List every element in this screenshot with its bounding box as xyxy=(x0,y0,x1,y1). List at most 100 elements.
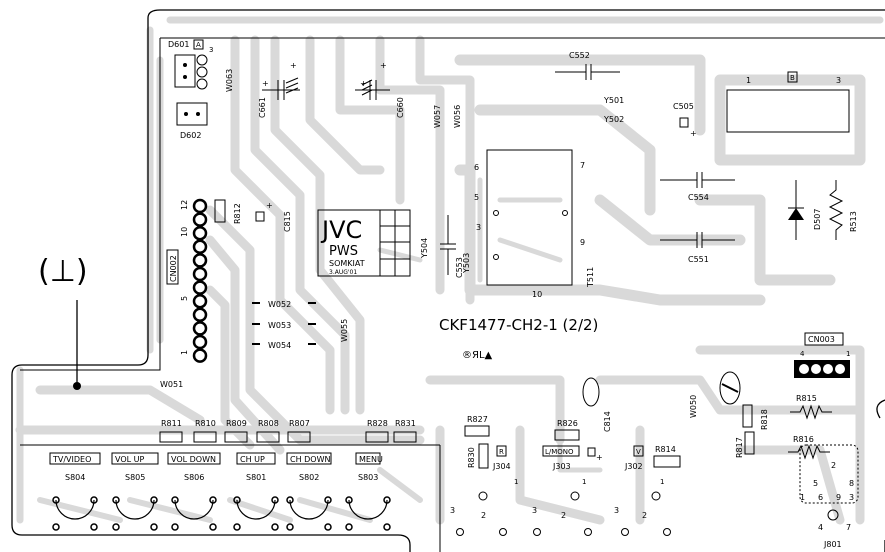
svg-text:3: 3 xyxy=(450,506,455,515)
switch-pin xyxy=(345,496,353,504)
svg-text:4: 4 xyxy=(818,523,823,532)
svg-text:C660: C660 xyxy=(396,97,405,118)
switch-label-box xyxy=(167,452,221,465)
cn002-pin xyxy=(192,348,208,363)
w050-jumper: W050 xyxy=(689,371,741,418)
board-outline xyxy=(11,9,885,552)
cn002-pin xyxy=(192,321,208,336)
r831-resistor xyxy=(393,431,417,443)
svg-text:+: + xyxy=(690,129,697,138)
cn002-connector xyxy=(192,198,208,363)
svg-text:8: 8 xyxy=(849,479,854,488)
w054-label: W054 xyxy=(268,341,291,350)
svg-text:C505: C505 xyxy=(673,102,694,111)
svg-text:D601: D601 xyxy=(168,40,189,49)
switch-pin xyxy=(286,523,294,531)
cn002-pin xyxy=(192,198,208,214)
r810-resistor xyxy=(193,431,217,443)
svg-text:CN003: CN003 xyxy=(808,335,835,344)
switch-pin xyxy=(52,496,60,504)
switch-ref: S805 xyxy=(125,473,145,482)
svg-text:J302: J302 xyxy=(624,462,643,471)
w052-label: W052 xyxy=(268,300,291,309)
r830-resistor: R830 xyxy=(467,443,489,469)
r809-resistor xyxy=(224,431,248,443)
r810-label: R810 xyxy=(195,419,216,428)
r816-resistor: R816 xyxy=(788,435,830,460)
svg-text:3: 3 xyxy=(476,223,481,232)
cn002-pin xyxy=(192,293,208,309)
switch-pin xyxy=(345,523,353,531)
switch-ref: S803 xyxy=(358,473,378,482)
w057-label: W057 xyxy=(433,105,442,128)
board-right-edge xyxy=(876,399,885,552)
switch-pin xyxy=(150,496,158,504)
svg-text:7: 7 xyxy=(580,161,585,170)
r828-label: R828 xyxy=(367,419,388,428)
cn002-pin xyxy=(192,225,208,241)
switch-label-box xyxy=(111,452,159,465)
svg-text:2: 2 xyxy=(481,511,486,520)
svg-text:1: 1 xyxy=(660,478,664,486)
r815-resistor: R815 xyxy=(790,394,832,420)
cn002-label: CN002 xyxy=(166,249,179,285)
svg-text:5: 5 xyxy=(474,193,479,202)
switch-pin xyxy=(233,523,241,531)
j302-jack: V J302 1 xyxy=(624,445,664,486)
cn003-connector: CN003 4 1 xyxy=(794,332,850,378)
w056-label: W056 xyxy=(453,105,462,128)
r807-resistor xyxy=(287,431,311,443)
r811-label: R811 xyxy=(161,419,182,428)
switch-ref: S804 xyxy=(65,473,85,482)
c661-capacitor: C661 + + xyxy=(258,61,300,118)
c552-capacitor: C552 xyxy=(555,51,620,80)
switch-pin xyxy=(90,523,98,531)
svg-text:7: 7 xyxy=(846,523,851,532)
svg-text:JVC: JVC xyxy=(320,216,362,244)
r818-resistor: R818 xyxy=(742,404,769,430)
switch-pin xyxy=(171,496,179,504)
svg-text:3: 3 xyxy=(614,506,619,515)
svg-text:2: 2 xyxy=(561,511,566,520)
svg-text:3: 3 xyxy=(209,46,213,54)
svg-text:9: 9 xyxy=(836,493,841,502)
cn002-pin xyxy=(192,334,208,350)
svg-text:3: 3 xyxy=(532,506,537,515)
svg-text:R: R xyxy=(499,448,504,456)
svg-text:R815: R815 xyxy=(796,394,817,403)
svg-text:10: 10 xyxy=(532,290,542,299)
svg-text:SOMKIAT: SOMKIAT xyxy=(329,259,365,268)
jvc-logo-block: JVC PWS SOMKIAT 3.AUG'01 xyxy=(317,209,411,277)
cn002-pin xyxy=(192,307,208,323)
r814-resistor: R814 xyxy=(653,445,681,468)
r827-resistor: R827 xyxy=(464,415,490,437)
r826-resistor: R826 xyxy=(554,419,580,441)
svg-text:5: 5 xyxy=(813,479,818,488)
switch-pin xyxy=(233,496,241,504)
switch-pin xyxy=(271,496,279,504)
svg-text:C553: C553 xyxy=(455,257,464,278)
c660-capacitor: C660 + + xyxy=(355,61,405,118)
y502-label: Y502 xyxy=(603,115,624,124)
svg-text:J304: J304 xyxy=(492,462,511,471)
w055-label: W055 xyxy=(340,319,349,342)
svg-text:+: + xyxy=(266,201,273,210)
svg-text:R830: R830 xyxy=(467,447,476,468)
r808-resistor xyxy=(256,431,280,443)
pin-5-label: 5 xyxy=(180,296,189,301)
d507-diode: D507 xyxy=(788,180,822,240)
ground-symbol: (⊥) xyxy=(38,254,88,390)
switch-pin xyxy=(171,523,179,531)
d602-diode: D602 xyxy=(176,102,208,140)
jack-pins: 3 2 3 2 3 2 xyxy=(450,491,671,536)
ul-mark: ®ЯL▲ xyxy=(462,350,493,361)
svg-text:R826: R826 xyxy=(557,419,578,428)
svg-text:R513: R513 xyxy=(849,211,858,232)
